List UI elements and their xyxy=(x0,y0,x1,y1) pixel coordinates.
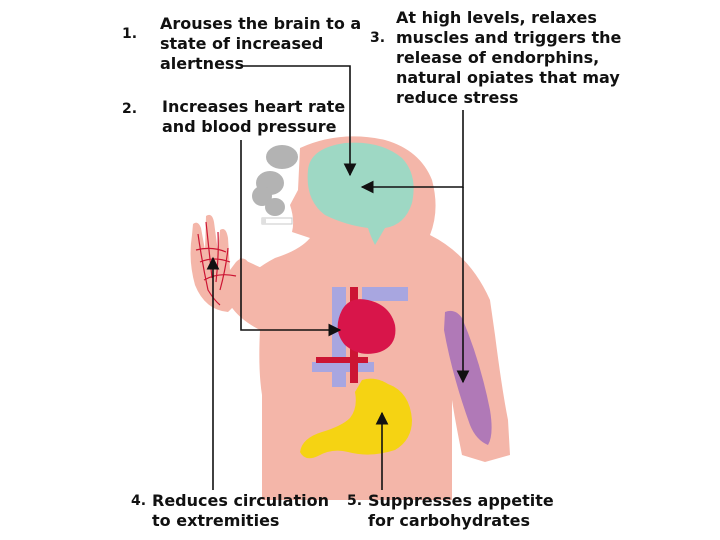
annotation-5-line-1: Suppresses appetite xyxy=(368,491,554,510)
annotation-4-line-1: Reduces circulation xyxy=(152,491,329,510)
annotation-3-line-2: muscles and triggers the xyxy=(396,28,622,47)
annotation-1-line-3: alertness xyxy=(160,54,244,73)
annotation-3-text: At high levels, relaxes muscles and trig… xyxy=(396,8,621,108)
annotation-2-line-1: Increases heart rate xyxy=(162,97,346,116)
annotation-4-line-2: to extremities xyxy=(152,511,280,530)
arrow-heart-rate-to-heart xyxy=(240,140,342,337)
arrow-alertness-to-brain xyxy=(243,65,357,177)
brain-icon xyxy=(307,142,414,245)
heart-icon xyxy=(337,299,396,354)
annotation-2-line-2: and blood pressure xyxy=(162,117,337,136)
annotation-3-number: 3. xyxy=(370,30,386,46)
leader-lines xyxy=(206,65,470,490)
constricted-veins xyxy=(195,221,237,306)
annotation-1-line-1: Arouses the brain to a xyxy=(160,14,362,33)
annotation-2-number: 2. xyxy=(122,101,138,117)
neck xyxy=(310,230,385,262)
annotation-3-line-3: release of endorphins, xyxy=(396,48,600,67)
annotation-5-line-2: for carbohydrates xyxy=(368,511,531,530)
annotation-4-number: 4. xyxy=(131,493,147,509)
cigarette-icon xyxy=(261,217,293,225)
annotation-1-line-2: state of increased xyxy=(160,34,324,53)
annotation-3-line-1: At high levels, relaxes xyxy=(396,8,597,27)
annotation-1-text: Arouses the brain to a state of increase… xyxy=(160,14,361,74)
annotation-3-line-4: natural opiates that may xyxy=(396,68,620,87)
annotation-4-text: Reduces circulation to extremities xyxy=(152,491,329,531)
smoke-icon xyxy=(252,145,298,216)
annotation-1-number: 1. xyxy=(122,26,138,42)
stomach-icon xyxy=(300,378,412,459)
annotation-2-text: Increases heart rate and blood pressure xyxy=(162,97,345,137)
annotation-5-number: 5. xyxy=(347,493,363,509)
annotation-5-text: Suppresses appetite for carbohydrates xyxy=(368,491,554,531)
annotation-3-line-5: reduce stress xyxy=(396,88,519,107)
